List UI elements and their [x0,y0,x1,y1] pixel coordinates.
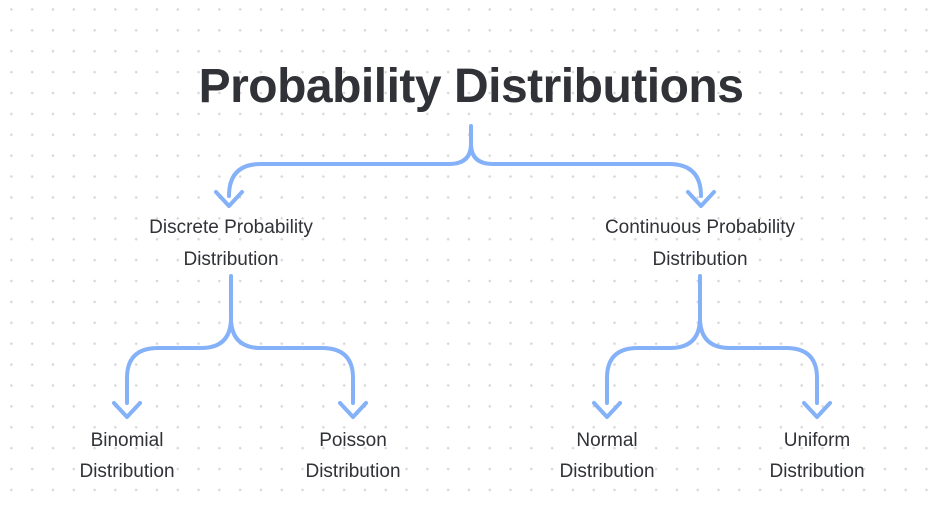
diagram-title: Probability Distributions [198,60,744,113]
edge-discrete-binomial [125,316,233,405]
edge-root-continuous [469,142,703,198]
connector-continuous-children [592,274,832,419]
connector-root-children [214,124,716,208]
edge-root-discrete [227,142,473,198]
arrow-down-icon [214,190,244,208]
node-uniform-distribution: Uniform Distribution [707,425,927,487]
node-normal-distribution: Normal Distribution [497,425,717,487]
node-label-line: Distribution [183,249,279,270]
arrow-down-icon [592,401,622,419]
arrow-down-icon [686,190,716,208]
node-label-line: Distribution [79,461,175,482]
node-label-line: Continuous Probability [604,217,796,238]
node-continuous-probability-distribution: Continuous Probability Distribution [560,212,840,276]
node-discrete-probability-distribution: Discrete Probability Distribution [91,212,371,276]
node-label-line: Discrete Probability [149,217,313,238]
arrow-down-icon [338,401,368,419]
node-label-line: Distribution [769,461,865,482]
edge-discrete-poisson [229,316,355,405]
node-label-line: Poisson [319,430,387,451]
node-label-line: Uniform [783,430,851,451]
edge-continuous-uniform [698,316,819,405]
edge-continuous-normal [605,316,702,405]
node-label-line: Distribution [305,461,401,482]
node-poisson-distribution: Poisson Distribution [243,425,463,487]
node-label-line: Distribution [559,461,655,482]
arrow-down-icon [112,401,142,419]
node-binomial-distribution: Binomial Distribution [17,425,237,487]
node-label-line: Normal [576,430,638,451]
arrow-down-icon [802,401,832,419]
connector-discrete-children [112,274,368,419]
node-label-line: Distribution [652,249,748,270]
node-label-line: Binomial [90,430,164,451]
